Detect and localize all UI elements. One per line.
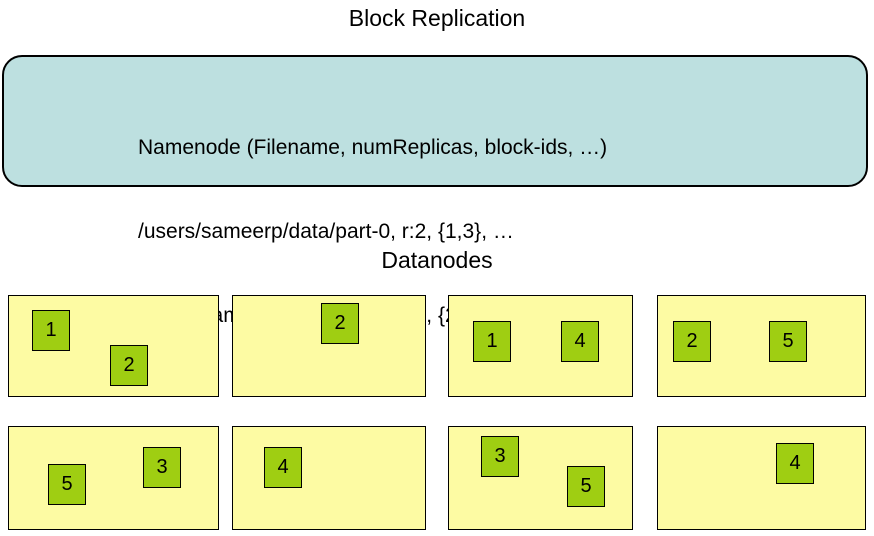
datanode-box — [8, 426, 219, 530]
namenode-line-1: /users/sameerp/data/part-0, r:2, {1,3}, … — [138, 220, 514, 243]
namenode-box — [2, 55, 868, 187]
data-block: 5 — [769, 321, 807, 362]
datanodes-label: Datanodes — [381, 247, 493, 273]
data-block: 4 — [561, 321, 599, 362]
datanode-box — [232, 426, 426, 530]
namenode-line-0: Namenode (Filename, numReplicas, block-i… — [138, 136, 608, 159]
data-block: 1 — [32, 310, 70, 351]
data-block: 4 — [776, 443, 814, 484]
datanode-box — [657, 426, 866, 530]
data-block: 3 — [143, 447, 181, 488]
data-block: 2 — [321, 303, 359, 344]
data-block: 5 — [48, 464, 86, 505]
datanode-box — [448, 426, 633, 530]
data-block: 2 — [110, 345, 148, 386]
data-block: 4 — [264, 447, 302, 488]
data-block: 1 — [473, 321, 511, 362]
data-block: 3 — [481, 436, 519, 477]
data-block: 5 — [567, 466, 605, 507]
page-title: Block Replication — [348, 5, 526, 31]
data-block: 2 — [673, 321, 711, 362]
